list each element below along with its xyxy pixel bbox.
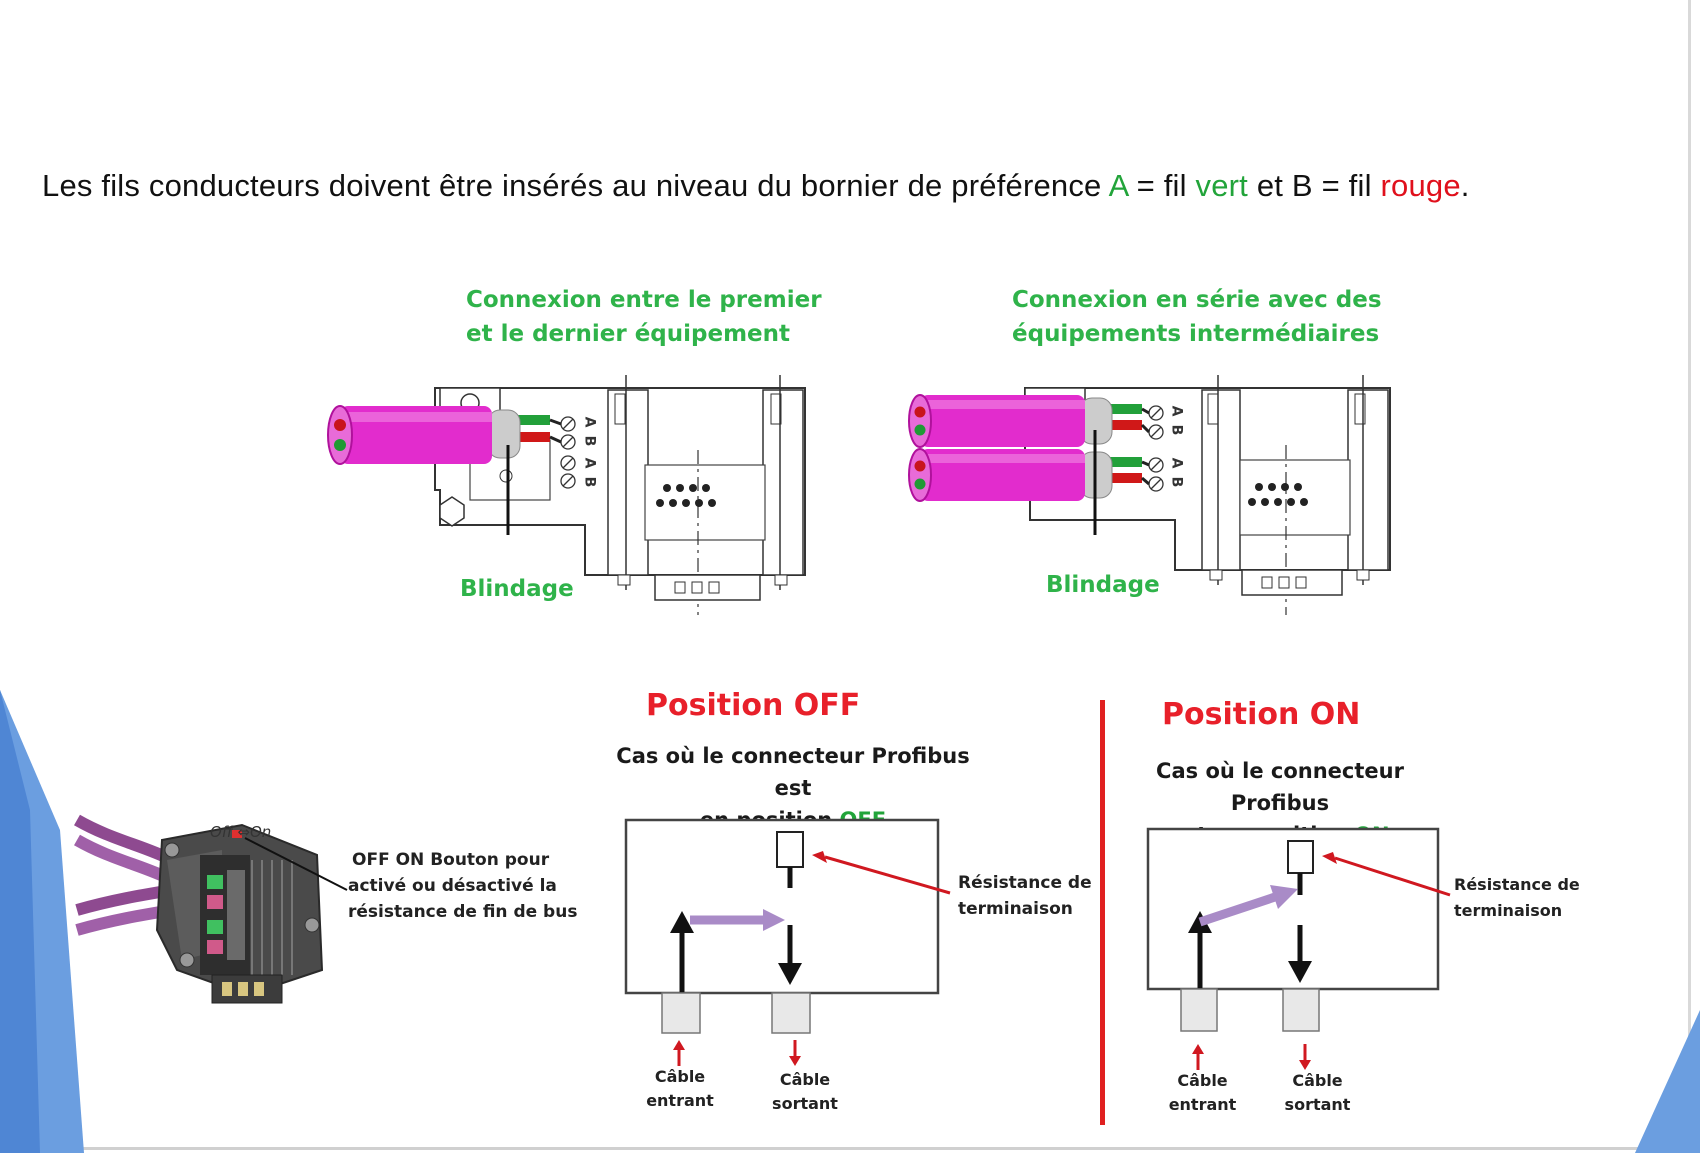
vertical-red-divider <box>1100 700 1105 1125</box>
left-terminal-b2: B <box>581 476 598 488</box>
right-terminal-b1: B <box>1168 424 1185 436</box>
intro-text-4: . <box>1460 168 1470 203</box>
position-off-out-line1: Câble <box>779 1070 831 1089</box>
position-on-resistor-label: Résistance de terminaison <box>1454 872 1580 924</box>
position-off-cable-in: Câble entrant <box>645 1065 715 1113</box>
right-caption-line1: Connexion en série avec des <box>1012 287 1382 313</box>
intro-text-2: = fil <box>1127 168 1196 203</box>
blue-corner-left <box>0 690 84 1153</box>
switch-label: Off ⇔On <box>210 823 272 841</box>
left-terminal-a1: A <box>581 416 598 428</box>
position-off-out-line2: sortant <box>772 1094 838 1113</box>
left-caption-line2: et le dernier équipement <box>466 321 791 347</box>
profibus-connector-illustration <box>74 814 348 1004</box>
left-terminal-a2: A <box>581 457 598 469</box>
left-caption: Connexion entre le premier et le dernier… <box>466 283 822 351</box>
position-on-case-line1: Cas où le connecteur Profibus <box>1156 759 1404 815</box>
slide-right-border <box>1688 0 1691 1153</box>
right-terminal-b2: B <box>1168 476 1185 488</box>
position-off-cable-arrows <box>673 1040 801 1066</box>
blue-corner-right <box>1635 1010 1700 1153</box>
intro-vert: vert <box>1195 168 1248 203</box>
position-off-in-line2: entrant <box>646 1091 714 1110</box>
intro-text-1: Les fils conducteurs doivent être inséré… <box>42 168 1109 203</box>
intro-a-letter: A <box>1108 168 1128 203</box>
right-terminal-a1: A <box>1168 405 1185 417</box>
position-off-resistor-line1: Résistance de <box>958 873 1092 893</box>
position-on-in-line2: entrant <box>1168 1095 1237 1114</box>
switch-desc-line3: résistance de fin de bus <box>348 902 578 922</box>
position-on-schematic <box>1146 827 1451 1032</box>
position-on-cable-arrows <box>1192 1044 1311 1070</box>
position-on-title: Position ON <box>1162 697 1361 732</box>
position-off-schematic <box>624 818 951 1034</box>
intro-sentence: Les fils conducteurs doivent être inséré… <box>42 168 1682 204</box>
position-off-case-line1: Cas où le connecteur Profibus est <box>616 744 970 800</box>
position-off-resistor-line2: terminaison <box>958 899 1073 919</box>
switch-desc-line2: activé ou désactivé la <box>348 876 557 896</box>
slide-bottom-border <box>0 1147 1700 1150</box>
intro-rouge: rouge <box>1380 168 1461 203</box>
right-terminal-a2: A <box>1168 457 1185 469</box>
switch-desc-line1: OFF ON Bouton pour <box>352 850 550 870</box>
intro-text-3: et B = fil <box>1248 168 1381 203</box>
right-caption: Connexion en série avec des équipements … <box>1012 283 1382 351</box>
position-off-cable-out: Câble sortant <box>765 1068 845 1116</box>
left-shield-label: Blindage <box>460 576 574 602</box>
position-on-resistor-line2: terminaison <box>1454 901 1563 920</box>
right-shield-label: Blindage <box>1046 572 1160 598</box>
left-terminal-b1: B <box>581 435 598 447</box>
position-on-cable-in: Câble entrant <box>1165 1069 1240 1117</box>
position-on-out-line1: Câble <box>1292 1071 1343 1090</box>
position-on-out-line2: sortant <box>1284 1095 1351 1114</box>
switch-description: OFF ON Bouton pour activé ou désactivé l… <box>348 847 577 925</box>
position-on-resistor-line1: Résistance de <box>1454 875 1580 894</box>
right-connector-diagram <box>908 375 1391 615</box>
left-caption-line1: Connexion entre le premier <box>466 287 822 313</box>
position-off-resistor-label: Résistance de terminaison <box>958 870 1092 922</box>
position-off-title: Position OFF <box>646 688 861 723</box>
position-on-in-line1: Câble <box>1177 1071 1228 1090</box>
position-on-cable-out: Câble sortant <box>1275 1069 1360 1117</box>
position-off-in-line1: Câble <box>654 1067 706 1086</box>
right-caption-line2: équipements intermédiaires <box>1012 321 1380 347</box>
left-connector-diagram <box>327 375 806 615</box>
